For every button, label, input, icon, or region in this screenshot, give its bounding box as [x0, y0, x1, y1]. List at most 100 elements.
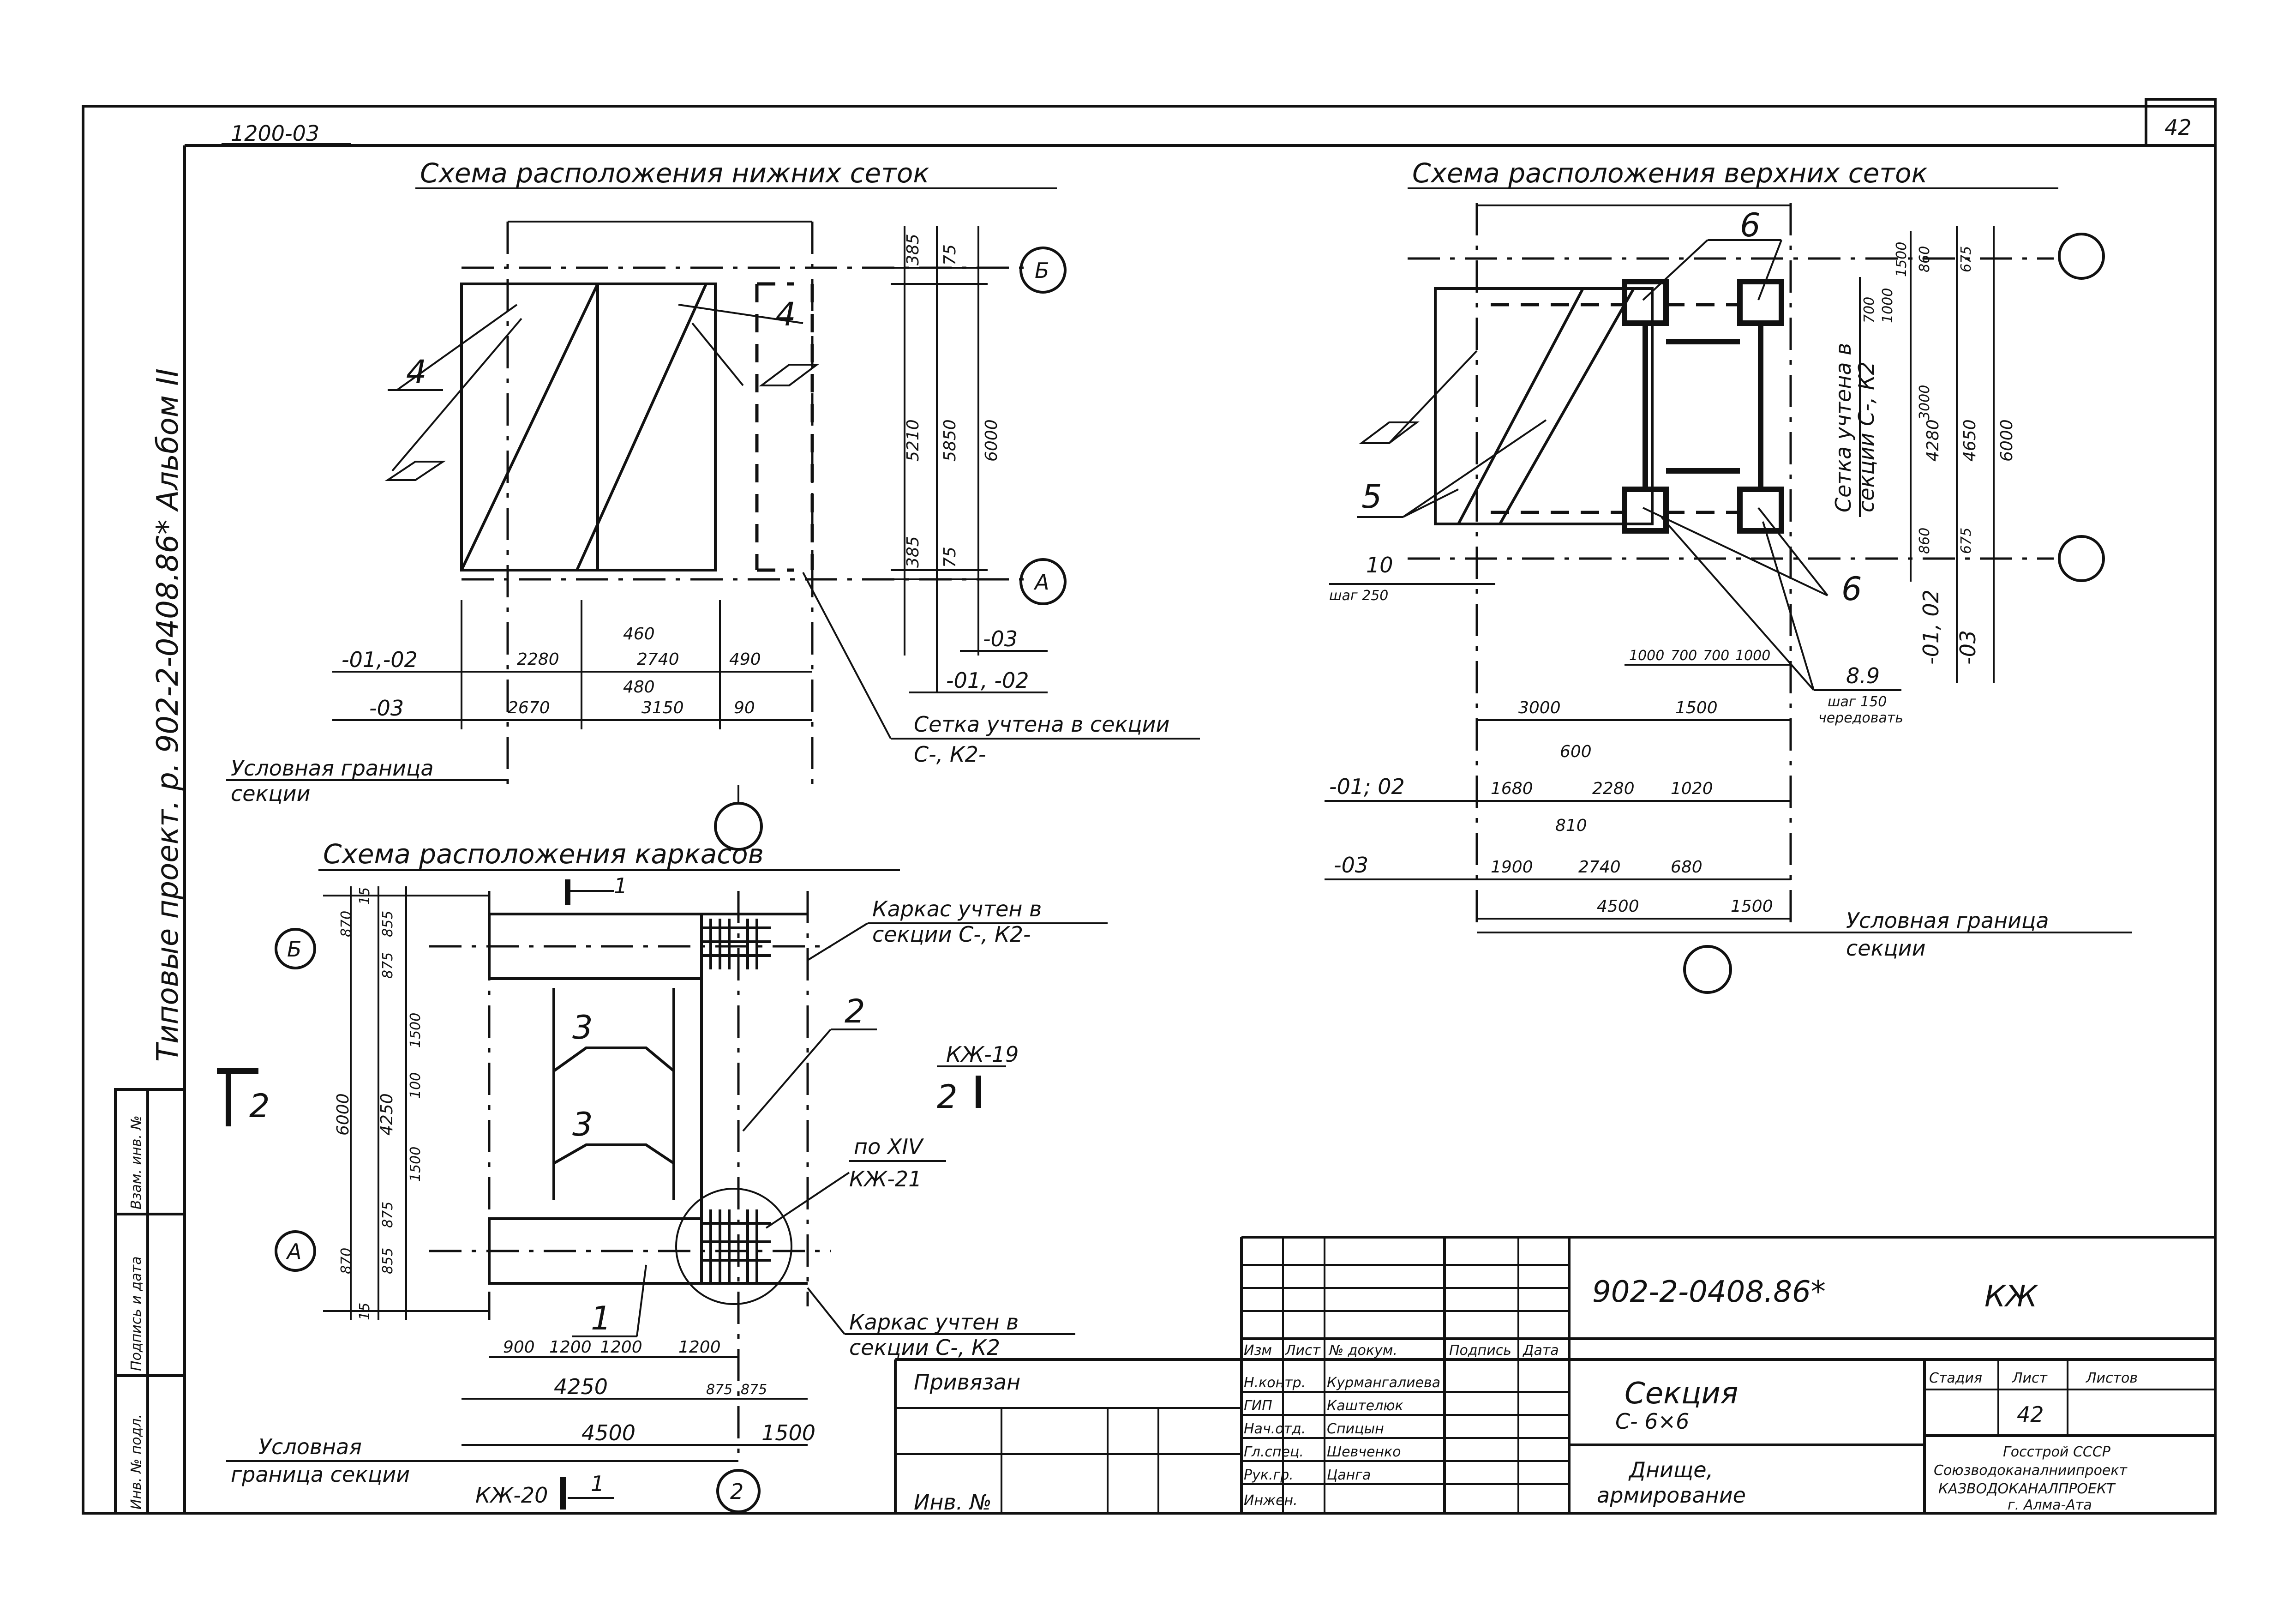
svg-text:шаг 250: шаг 250: [1329, 588, 1388, 604]
svg-text:Каркас учтен в: Каркас учтен в: [872, 896, 1042, 921]
svg-text:2740: 2740: [1578, 858, 1621, 877]
svg-text:3150: 3150: [641, 698, 684, 717]
svg-text:870: 870: [338, 911, 354, 937]
svg-text:Госстрой СССР: Госстрой СССР: [2003, 1444, 2111, 1460]
svg-text:КЖ-21: КЖ-21: [849, 1167, 922, 1191]
svg-text:855: 855: [380, 1248, 396, 1274]
svg-text:1: 1: [614, 873, 627, 898]
lower-title: Схема расположения нижних сеток: [420, 157, 929, 189]
svg-text:Шевченко: Шевченко: [1327, 1444, 1401, 1460]
svg-text:6000: 6000: [982, 419, 1001, 462]
svg-text:1900: 1900: [1491, 858, 1533, 877]
svg-text:2: 2: [730, 1479, 743, 1504]
svg-text:10: 10: [1366, 553, 1393, 577]
svg-text:75: 75: [941, 244, 959, 265]
svg-text:700: 700: [1671, 648, 1697, 664]
svg-text:1020: 1020: [1671, 779, 1713, 798]
svg-text:Спицын: Спицын: [1327, 1421, 1384, 1437]
svg-text:Н.контр.: Н.контр.: [1244, 1375, 1306, 1391]
svg-text:870: 870: [338, 1248, 354, 1274]
svg-text:5210: 5210: [904, 419, 923, 462]
svg-text:3: 3: [572, 1009, 593, 1047]
svg-text:Подпись: Подпись: [1449, 1342, 1511, 1359]
svg-text:-03: -03: [1955, 630, 1980, 665]
svg-text:Дата: Дата: [1522, 1342, 1559, 1359]
svg-text:15: 15: [357, 1303, 373, 1320]
svg-text:Курмангалиева: Курмангалиева: [1327, 1375, 1440, 1391]
project-code: 1200-03: [231, 121, 319, 146]
svg-text:Инв. № подл.: Инв. № подл.: [128, 1414, 144, 1510]
svg-text:8.9: 8.9: [1846, 663, 1880, 688]
svg-text:Гл.спец.: Гл.спец.: [1244, 1444, 1304, 1460]
svg-text:Условная граница: Условная граница: [231, 756, 434, 781]
svg-text:Б: Б: [287, 937, 302, 962]
svg-text:490: 490: [729, 650, 761, 669]
svg-text:Б: Б: [1035, 258, 1049, 283]
svg-text:Лист: Лист: [2012, 1370, 2048, 1386]
svg-text:875: 875: [741, 1382, 767, 1398]
svg-text:6: 6: [1841, 570, 1862, 608]
svg-text:секции С-, К2: секции С-, К2: [849, 1335, 1000, 1360]
svg-text:№ докум.: № докум.: [1328, 1342, 1397, 1359]
svg-text:Сетка учтена в секции: Сетка учтена в секции: [914, 712, 1169, 737]
svg-text:Каштелюк: Каштелюк: [1327, 1398, 1403, 1414]
svg-text:по XIV: по XIV: [854, 1134, 924, 1159]
svg-text:700: 700: [1861, 297, 1877, 323]
svg-text:Лист: Лист: [1285, 1342, 1321, 1359]
upper-mesh-view: Схема расположения верхних сеток 5 10: [1325, 157, 2132, 994]
svg-text:810: 810: [1555, 816, 1587, 835]
svg-text:875: 875: [380, 1202, 396, 1228]
svg-text:1200: 1200: [549, 1338, 592, 1357]
svg-text:2740: 2740: [637, 650, 679, 669]
svg-text:Подпись и дата: Подпись и дата: [128, 1257, 144, 1371]
svg-text:6: 6: [1740, 206, 1761, 244]
svg-text:граница секции: граница секции: [231, 1462, 410, 1487]
svg-text:КАЗВОДОКАНАЛПРОЕКТ: КАЗВОДОКАНАЛПРОЕКТ: [1938, 1481, 2116, 1497]
side-stamp: Инв. № подл. Подпись и дата Взам. инв. №: [114, 1088, 186, 1515]
svg-text:3000: 3000: [1518, 698, 1561, 717]
svg-text:4500: 4500: [581, 1420, 635, 1445]
svg-text:860: 860: [1917, 246, 1933, 272]
svg-text:680: 680: [1671, 858, 1703, 877]
svg-text:1200: 1200: [678, 1338, 721, 1357]
svg-text:90: 90: [734, 698, 755, 717]
outer-frame: [82, 105, 2217, 1515]
svg-text:чередовать: чередовать: [1818, 710, 1903, 726]
svg-text:секции: секции: [231, 781, 310, 806]
svg-text:100: 100: [408, 1072, 424, 1099]
svg-text:385: 385: [904, 536, 923, 568]
svg-text:860: 860: [1917, 528, 1933, 554]
svg-text:15: 15: [357, 887, 373, 905]
svg-text:А: А: [286, 1239, 301, 1264]
svg-text:1000: 1000: [1629, 648, 1664, 664]
svg-text:675: 675: [1958, 528, 1974, 554]
svg-text:-03: -03: [1334, 853, 1368, 878]
svg-text:секции С-, К2-: секции С-, К2-: [872, 922, 1031, 947]
svg-text:Сетка учтена в: Сетка учтена в: [1831, 343, 1856, 512]
svg-text:Стадия: Стадия: [1929, 1370, 1982, 1386]
frames-view: Схема расположения каркасов 1: [217, 838, 1108, 1513]
svg-text:4250: 4250: [554, 1374, 608, 1399]
svg-text:1500: 1500: [408, 1013, 424, 1048]
svg-text:5: 5: [1361, 478, 1382, 516]
svg-text:-01, -02: -01, -02: [946, 668, 1029, 693]
svg-text:42: 42: [2017, 1402, 2044, 1427]
svg-text:шаг 150: шаг 150: [1828, 694, 1887, 710]
svg-text:1: 1: [591, 1471, 604, 1496]
svg-text:армирование: армирование: [1597, 1483, 1746, 1508]
svg-text:700: 700: [1703, 648, 1729, 664]
svg-text:1500: 1500: [1894, 242, 1910, 277]
svg-text:2670: 2670: [508, 698, 550, 717]
svg-text:А: А: [1033, 570, 1049, 595]
svg-text:4280: 4280: [1924, 419, 1942, 462]
svg-text:Секция: Секция: [1625, 1377, 1738, 1411]
doc-mark: КЖ: [1984, 1280, 2038, 1314]
svg-text:1000: 1000: [1880, 288, 1896, 323]
svg-text:секции С-, К2: секции С-, К2: [1854, 361, 1879, 512]
svg-text:4500: 4500: [1597, 897, 1639, 916]
svg-text:Условная граница: Условная граница: [1846, 908, 2049, 933]
svg-text:2: 2: [937, 1078, 958, 1116]
doc-code: 902-2-0408.86*: [1592, 1275, 1826, 1309]
svg-text:385: 385: [904, 234, 923, 265]
svg-text:С-, К2-: С-, К2-: [914, 742, 986, 767]
